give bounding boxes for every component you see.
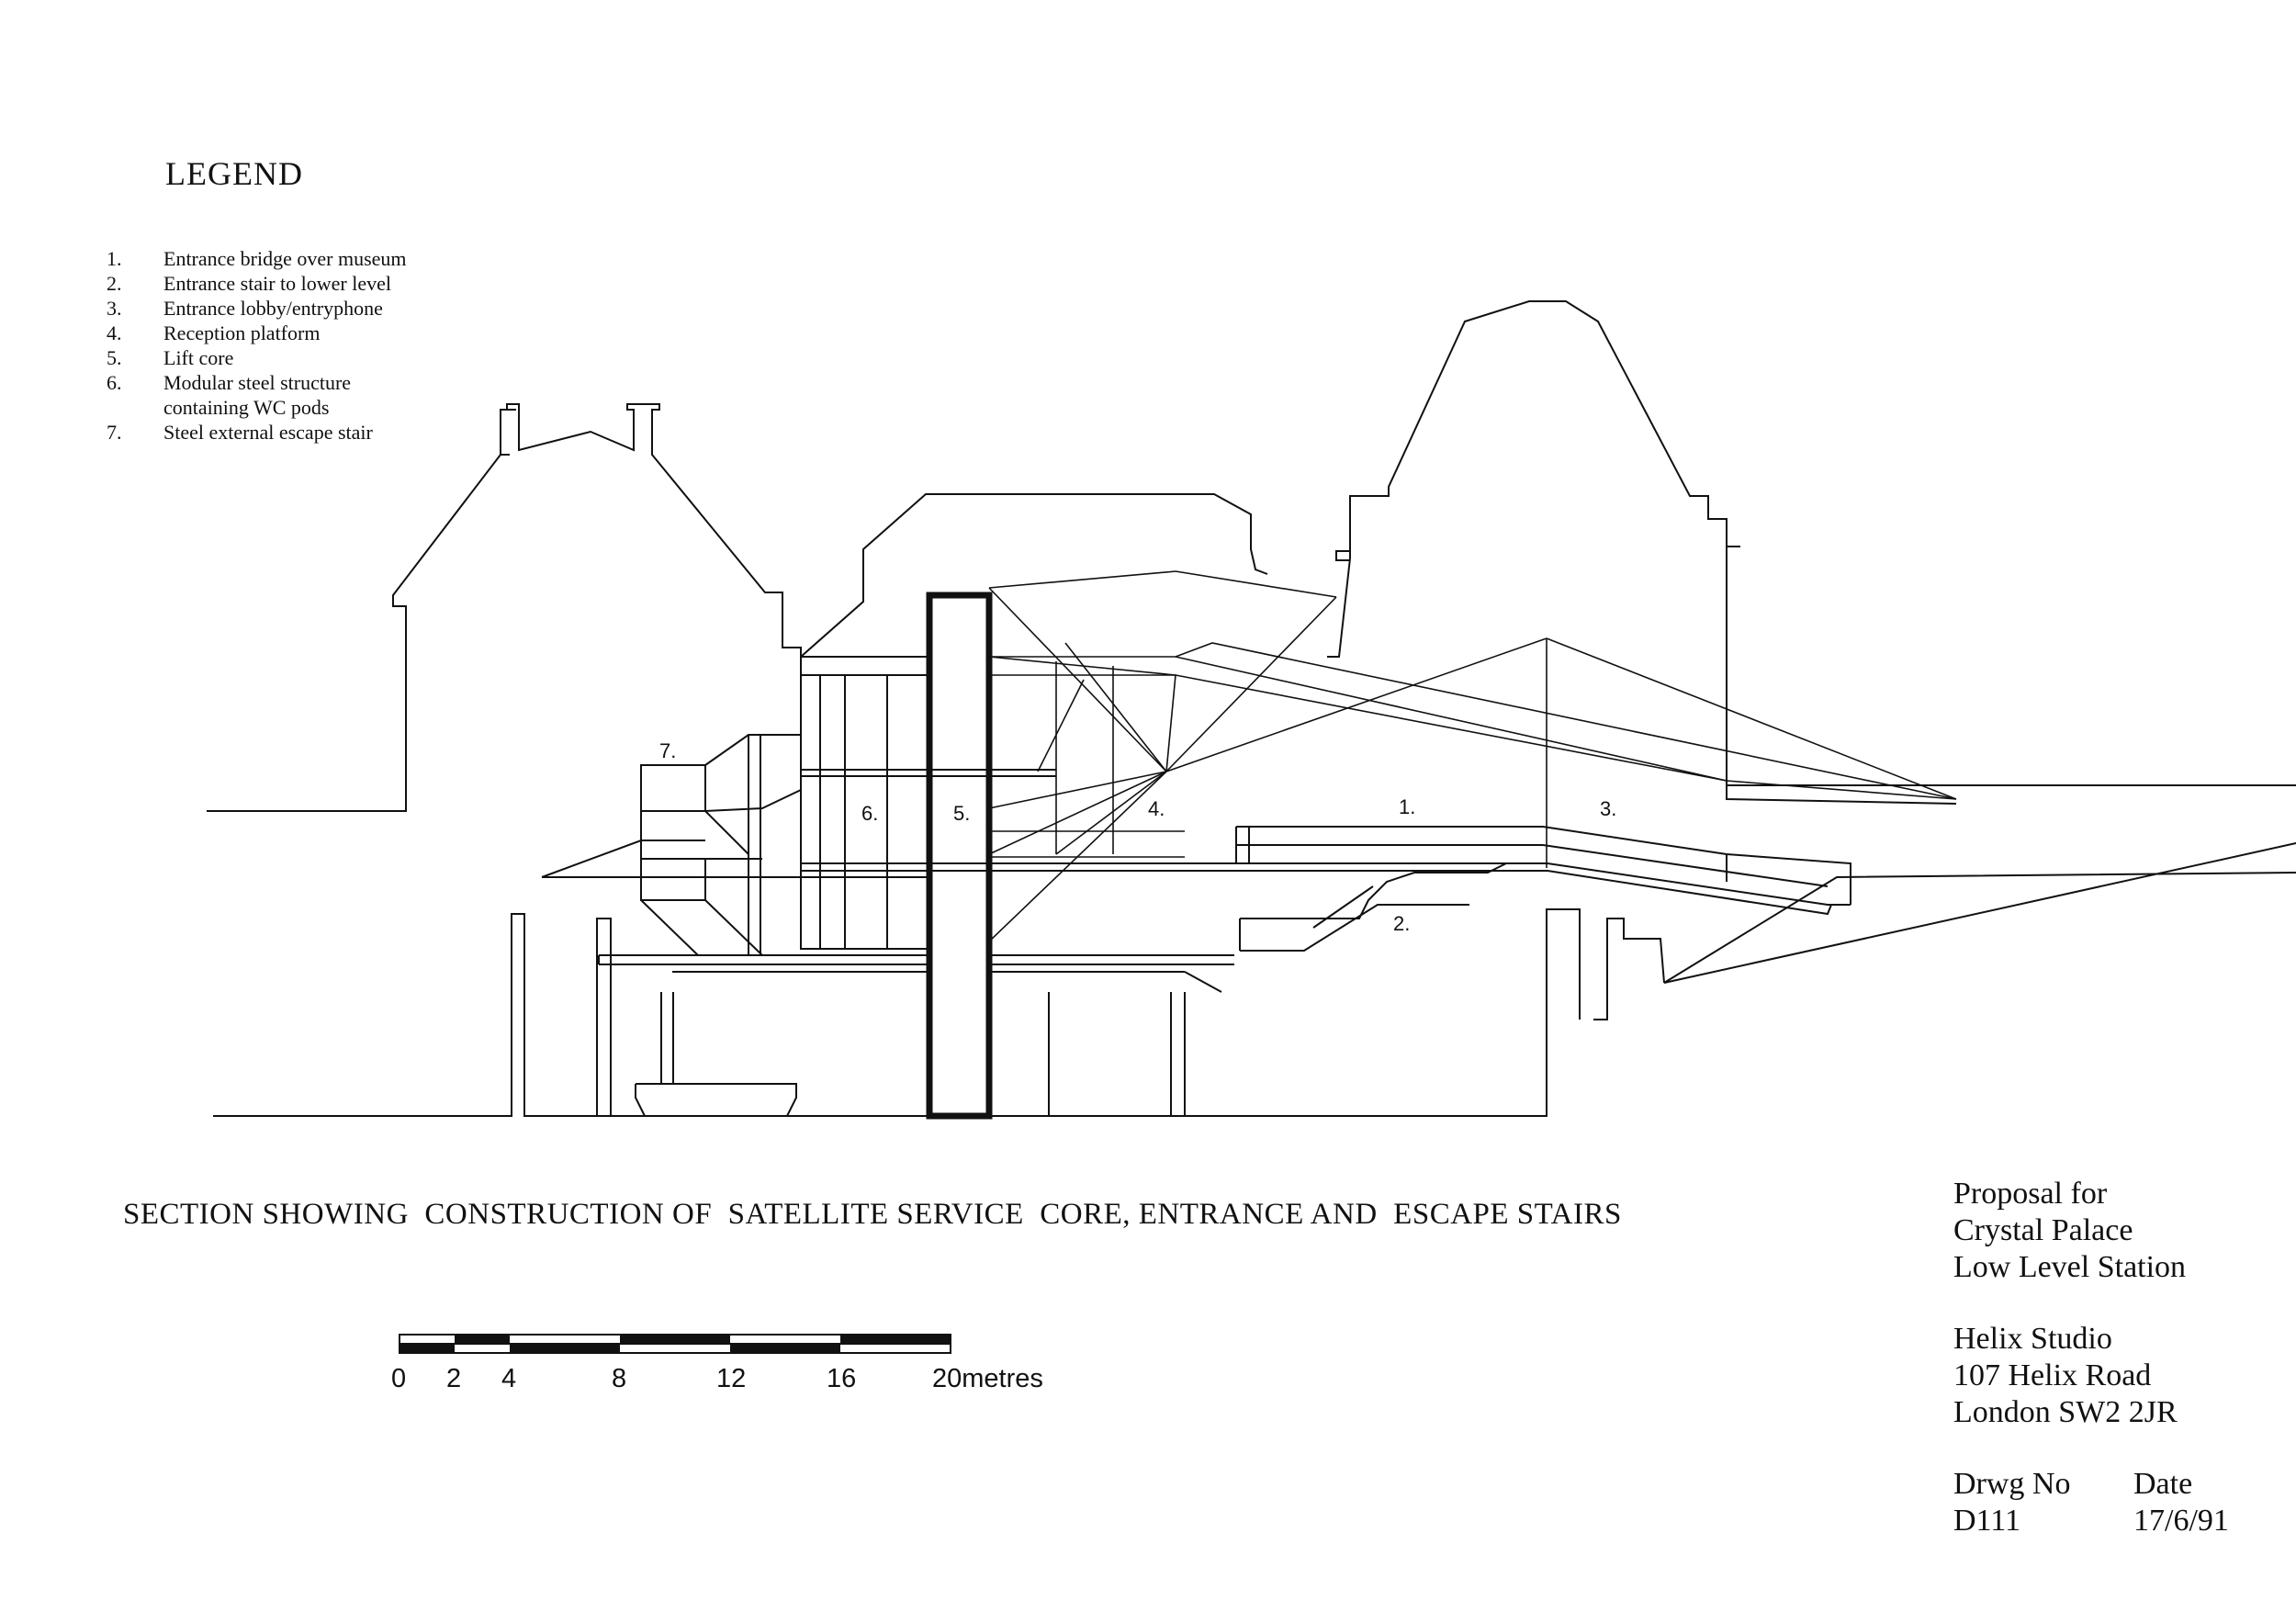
scale-tick-label: 2 [446, 1364, 461, 1393]
drawing-number-label: Drwg No [1953, 1467, 2071, 1501]
legend-number: 2. [107, 272, 122, 295]
date-label: Date [2133, 1467, 2193, 1501]
entrance-stair [1239, 862, 1507, 952]
section-label-2: 2. [1393, 912, 1410, 935]
project-name: Proposal for Crystal Palace Low Level St… [1953, 1176, 2229, 1286]
legend-item: 7. Steel external escape stair [107, 420, 549, 445]
legend-text: Steel external escape stair [163, 421, 373, 444]
central-building-outline [792, 493, 1268, 659]
left-building-outline [207, 403, 801, 812]
legend-number: 6. [107, 371, 122, 394]
legend-number: 5. [107, 346, 122, 369]
scale-tick-label: 12 [716, 1364, 746, 1393]
legend-item: 1. Entrance bridge over museum [107, 246, 549, 271]
legend-item: 6. Modular steel structure containing WC … [107, 370, 549, 420]
legend-number: 4. [107, 321, 122, 344]
lower-deck [598, 954, 1234, 993]
address-line: Helix Studio [1953, 1322, 2112, 1356]
section-label-3: 3. [1600, 797, 1616, 820]
drawing-title: SECTION SHOWING CONSTRUCTION OF SATELLIT… [123, 1198, 1622, 1231]
legend-text: Lift core [163, 346, 234, 369]
section-label-7: 7. [659, 739, 676, 762]
drawing-info: Drwg No Date D111 17/6/91 [1953, 1466, 2229, 1539]
scale-tick-label: 4 [501, 1364, 516, 1393]
section-label-6: 6. [861, 802, 878, 825]
drawing-number: D111 [1953, 1504, 2021, 1538]
section-label-1: 1. [1399, 795, 1415, 818]
section-label-4: 4. [1148, 797, 1165, 820]
scale-tick-label: 8 [612, 1364, 626, 1393]
legend-heading: LEGEND [165, 155, 303, 192]
right-building-outline [1327, 300, 2296, 786]
legend-text: Reception platform [163, 321, 321, 344]
legend-text: Entrance bridge over museum [163, 247, 407, 270]
left-canopy [541, 840, 929, 878]
roof-canopy [988, 570, 1957, 942]
title-block: Proposal for Crystal Palace Low Level St… [1953, 1176, 2229, 1539]
address-line: London SW2 2JR [1953, 1395, 2178, 1429]
legend-number: 3. [107, 297, 122, 320]
entrance-bridge [929, 826, 1851, 916]
project-line: Proposal for [1953, 1177, 2108, 1211]
legend-item: 2. Entrance stair to lower level [107, 271, 549, 296]
legend-list: 1. Entrance bridge over museum 2. Entrance… [107, 246, 549, 445]
project-line: Crystal Palace [1953, 1213, 2133, 1247]
legend-text: Entrance stair to lower level [163, 272, 392, 295]
legend-number: 1. [107, 247, 122, 270]
legend-number: 7. [107, 421, 122, 444]
escape-stair [640, 734, 802, 956]
scale-tick-label: 20metres [932, 1364, 1043, 1393]
ground-line [213, 842, 2296, 1117]
studio-address: Helix Studio 107 Helix Road London SW2 2… [1953, 1321, 2229, 1431]
legend-item: 3. Entrance lobby/entryphone [107, 296, 549, 321]
lift-core [926, 592, 993, 1120]
legend-text: Entrance lobby/entryphone [163, 297, 383, 320]
right-canopy [1726, 785, 1957, 805]
scale-tick-label: 16 [827, 1364, 856, 1393]
scale-bar: 0 2 4 8 12 16 20metres [391, 1334, 1043, 1393]
drawing-date: 17/6/91 [2133, 1504, 2229, 1538]
legend-item: 4. Reception platform [107, 321, 549, 345]
legend-text: Modular steel structure containing WC po… [163, 371, 352, 419]
address-line: 107 Helix Road [1953, 1358, 2152, 1392]
lower-left-structures [596, 918, 1186, 1117]
section-label-5: 5. [953, 802, 970, 825]
legend-item: 5. Lift core [107, 345, 549, 370]
scale-tick-label: 0 [391, 1364, 406, 1393]
project-line: Low Level Station [1953, 1250, 2187, 1284]
